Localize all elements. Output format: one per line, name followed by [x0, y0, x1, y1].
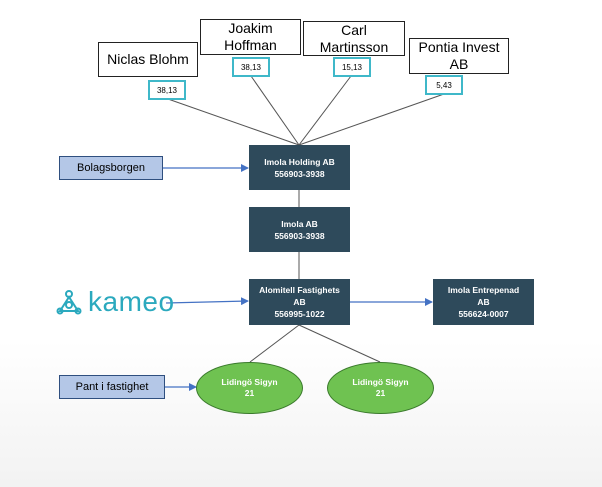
share-niclas-blohm: 38,13: [148, 80, 186, 100]
arrow-kameo: [165, 297, 249, 306]
connector-owner-3: [298, 75, 352, 146]
kameo-logo: kameo: [56, 286, 175, 318]
connector-owner-1: [167, 98, 300, 146]
label-pant-i-fastighet: Pant i fastighet: [59, 375, 165, 399]
company-imola-holding: Imola Holding AB 556903-3938: [249, 145, 350, 190]
company-alomitell: Alomitell Fastighets AB 556995-1022: [249, 279, 350, 325]
owner-carl-martinsson: Carl Martinsson: [303, 21, 405, 56]
connector-owner-2: [250, 75, 300, 146]
property-lidingo-sigyn-2: Lidingö Sigyn 21: [327, 362, 434, 414]
connector-alomitell-property-1: [249, 324, 300, 363]
share-joakim-hoffman: 38,13: [232, 57, 270, 77]
owner-pontia-invest: Pontia Invest AB: [409, 38, 509, 74]
label-bolagsborgen: Bolagsborgen: [59, 156, 163, 180]
share-carl-martinsson: 15,13: [333, 57, 371, 77]
company-imola-entrepenad: Imola Entrepenad AB 556624-0007: [433, 279, 534, 325]
company-imola: Imola AB 556903-3938: [249, 207, 350, 252]
connector-owner-4: [298, 93, 445, 146]
owner-niclas-blohm: Niclas Blohm: [98, 42, 198, 77]
property-lidingo-sigyn-1: Lidingö Sigyn 21: [196, 362, 303, 414]
kameo-wordmark: kameo: [88, 286, 175, 317]
connector-alomitell-property-2: [298, 324, 381, 363]
owner-joakim-hoffman: Joakim Hoffman: [200, 19, 301, 55]
kameo-logo-icon: [56, 290, 82, 315]
share-pontia-invest: 5,43: [425, 75, 463, 95]
